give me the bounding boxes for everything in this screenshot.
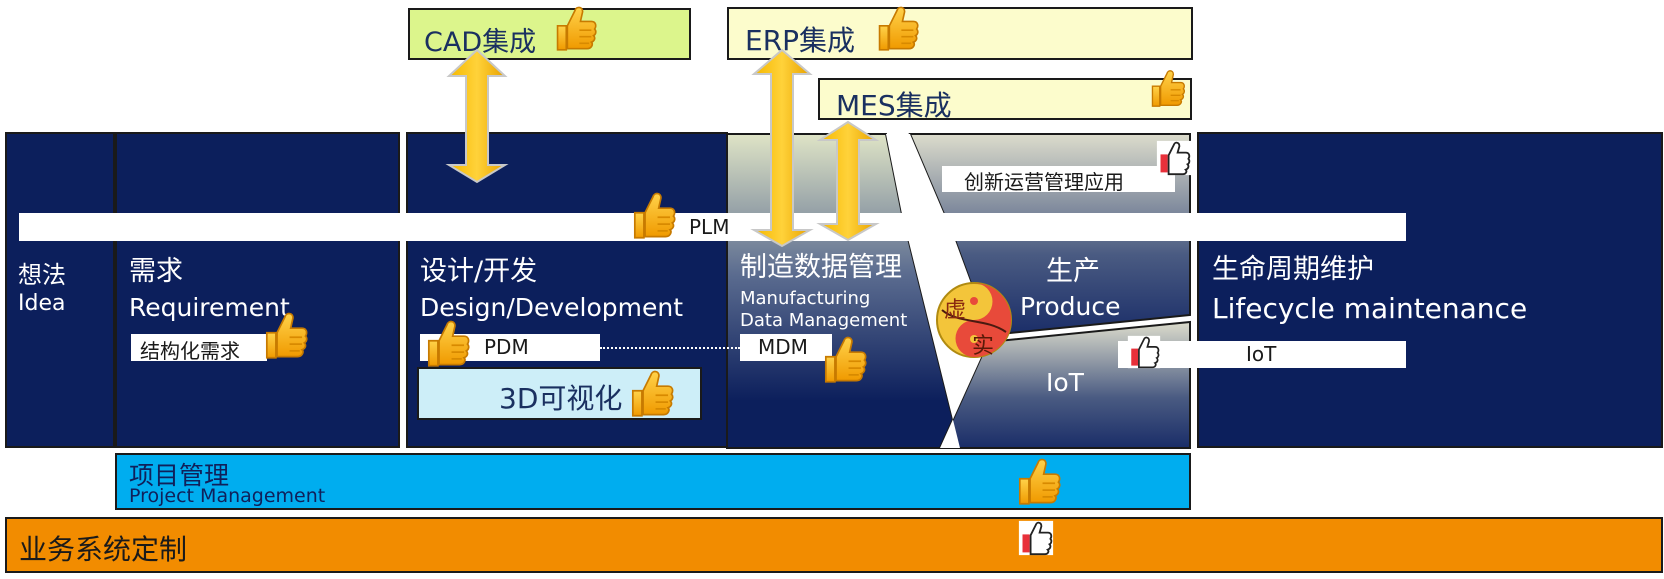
thumbs-up-icon: [874, 4, 920, 52]
thumbs-up-icon: [629, 190, 677, 240]
cad-integration-box[interactable]: CAD集成: [408, 8, 691, 60]
mdm-tag[interactable]: MDM: [740, 334, 832, 361]
thumbs-up-icon: [552, 4, 598, 52]
innovation-ops-tag[interactable]: 创新运营管理应用: [942, 166, 1175, 194]
like-badge-icon: [1127, 335, 1161, 369]
project-management-cn: 项目管理: [129, 461, 230, 490]
erp-integration-box[interactable]: ERP集成: [727, 7, 1193, 60]
project-management-en: Project Management: [129, 485, 326, 507]
requirement-en: Requirement: [129, 293, 290, 322]
idea-column: [5, 132, 115, 448]
thumbs-up-icon: [1148, 68, 1186, 108]
produce-cn: 生产: [1046, 256, 1100, 287]
yinyang-bottom-char: 实: [972, 334, 995, 359]
like-badge-icon: [1018, 520, 1054, 556]
thumbs-up-icon: [261, 310, 309, 360]
mfg-cn: 制造数据管理: [740, 252, 902, 283]
lifecycle-cn: 生命周期维护: [1212, 254, 1374, 285]
3d-visualization-label: 3D可视化: [499, 382, 623, 415]
thumbs-up-icon: [1014, 456, 1062, 506]
structured-requirement-label: 结构化需求: [140, 339, 240, 363]
thumbs-up-icon: [423, 318, 471, 368]
plm-label: PLM: [689, 215, 730, 239]
mdm-label: MDM: [758, 335, 808, 359]
thumbs-up-icon: [820, 334, 868, 384]
requirement-cn: 需求: [129, 256, 183, 287]
pdm-label: PDM: [484, 335, 529, 359]
lifecycle-column: [1197, 132, 1663, 448]
structured-requirement-tag[interactable]: 结构化需求: [131, 334, 267, 363]
lifecycle-en: Lifecycle maintenance: [1212, 292, 1528, 325]
pdm-mdm-link: [600, 347, 740, 349]
iot-zone-label: IoT: [1046, 368, 1084, 397]
mfg-en1: Manufacturing: [740, 288, 871, 309]
requirement-column: [115, 132, 400, 448]
like-badge-icon: [1156, 140, 1192, 176]
lifecycle-iot-label: IoT: [1246, 342, 1277, 366]
mfg-en2: Data Management: [740, 310, 908, 331]
yin-yang-icon: [936, 282, 1012, 358]
lifecycle-iot-tag[interactable]: IoT: [1118, 341, 1406, 368]
idea-en: Idea: [18, 291, 66, 316]
mes-integration-label: MES集成: [836, 89, 952, 122]
business-system-label: 业务系统定制: [19, 533, 188, 566]
thumbs-up-icon: [627, 368, 675, 418]
erp-integration-label: ERP集成: [745, 24, 856, 57]
design-cn: 设计/开发: [420, 256, 538, 287]
design-en: Design/Development: [420, 293, 684, 322]
mes-integration-box[interactable]: MES集成: [818, 78, 1192, 122]
innovation-ops-label: 创新运营管理应用: [964, 170, 1124, 194]
business-system-bar[interactable]: 业务系统定制: [5, 517, 1663, 573]
produce-en: Produce: [1020, 292, 1121, 321]
yinyang-top-char: 虚: [944, 298, 967, 323]
plm-bar[interactable]: PLM: [19, 213, 1406, 241]
project-management-bar[interactable]: 项目管理 Project Management: [115, 453, 1191, 510]
idea-cn: 想法: [18, 261, 66, 289]
